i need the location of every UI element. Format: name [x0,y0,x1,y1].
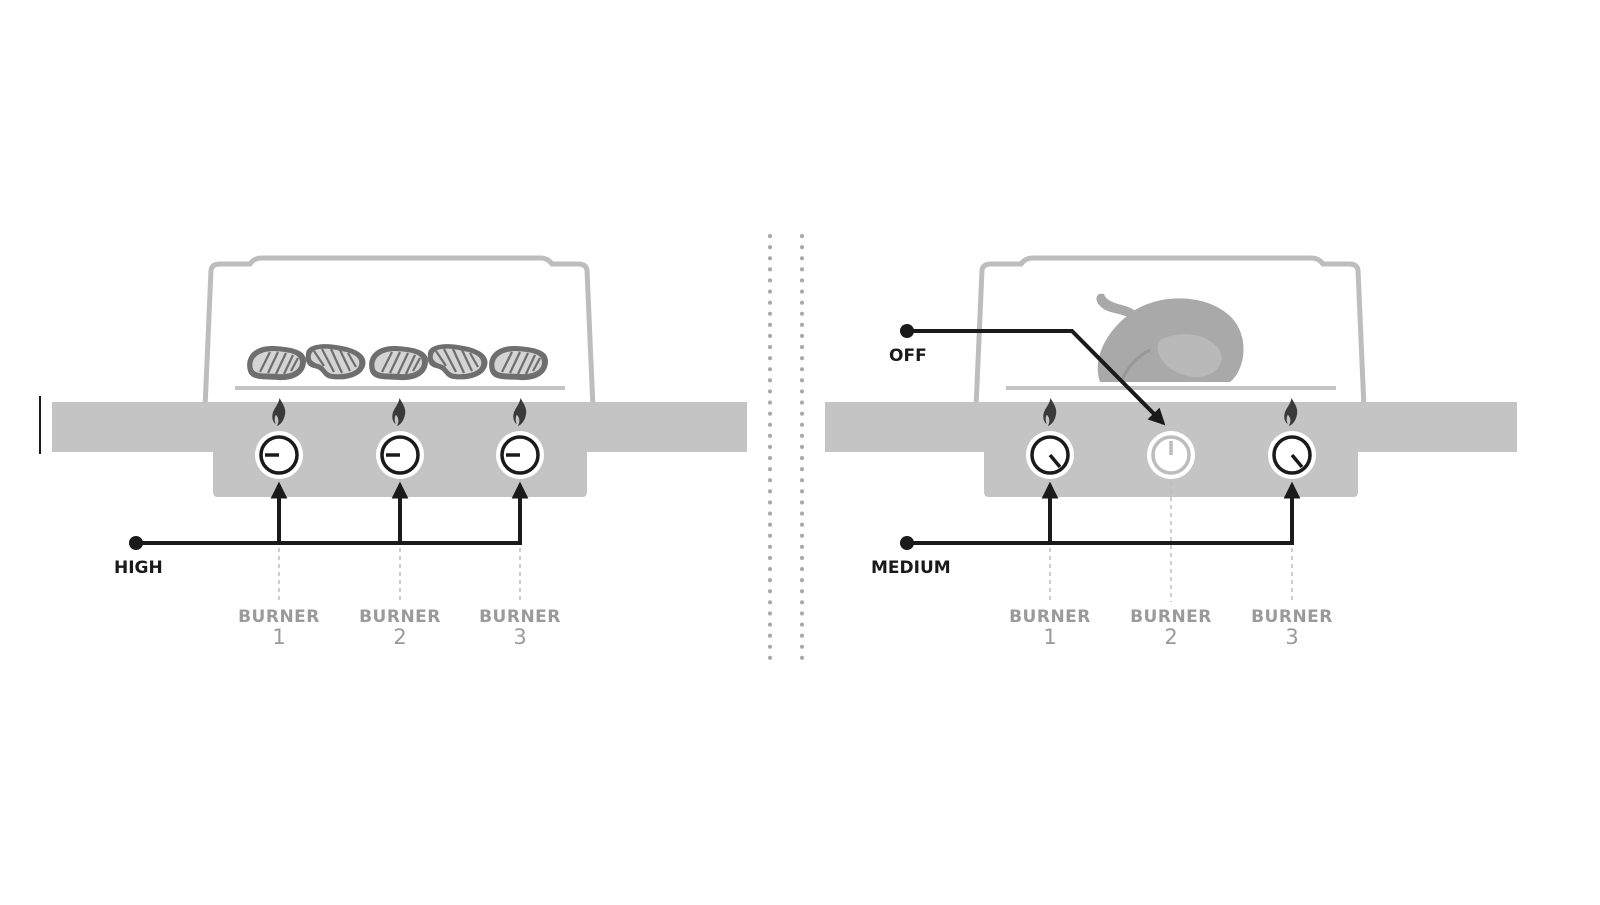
roast-chicken-icon [1096,293,1244,382]
burner-1-label: BURNER [1009,607,1091,627]
burner-3-number: 3 [513,625,526,649]
burner-1-number: 1 [1043,625,1056,649]
burner-3-knob [496,431,544,479]
burner-2-knob [1147,431,1195,479]
high-label: HIGH [114,558,163,578]
panel-divider [768,234,804,670]
burner-3-knob [1268,431,1316,479]
medium-label: MEDIUM [871,558,951,578]
burner-3-label: BURNER [1251,607,1333,627]
burner-3-label: BURNER [479,607,561,627]
burner-1-knob [1026,431,1074,479]
off-label: OFF [889,346,927,366]
burner-2-knob [376,431,424,479]
panel-high: HIGH BURNER 1 BURNER 2 BURNER 3 [52,255,747,649]
burner-1-knob [255,431,303,479]
grill-lid [973,255,1367,409]
burner-1-number: 1 [272,625,285,649]
steak-icon [426,342,489,381]
burner-1-label: BURNER [238,607,320,627]
burner-2-label: BURNER [1130,607,1212,627]
high-connector [129,481,529,550]
burner-2-number: 2 [1164,625,1177,649]
grill-lid [202,255,596,409]
panel-medium: OFF MEDIUM BURNER 1 BURNER 2 BURNER 3 [825,255,1517,649]
steaks [246,342,550,382]
medium-connector [900,481,1301,550]
burner-2-label: BURNER [359,607,441,627]
steak-icon [368,344,430,382]
burner-2-number: 2 [393,625,406,649]
steak-icon [246,344,308,382]
steak-icon [488,344,550,382]
burner-3-number: 3 [1285,625,1298,649]
steak-icon [304,342,367,381]
off-connector [900,324,1166,426]
